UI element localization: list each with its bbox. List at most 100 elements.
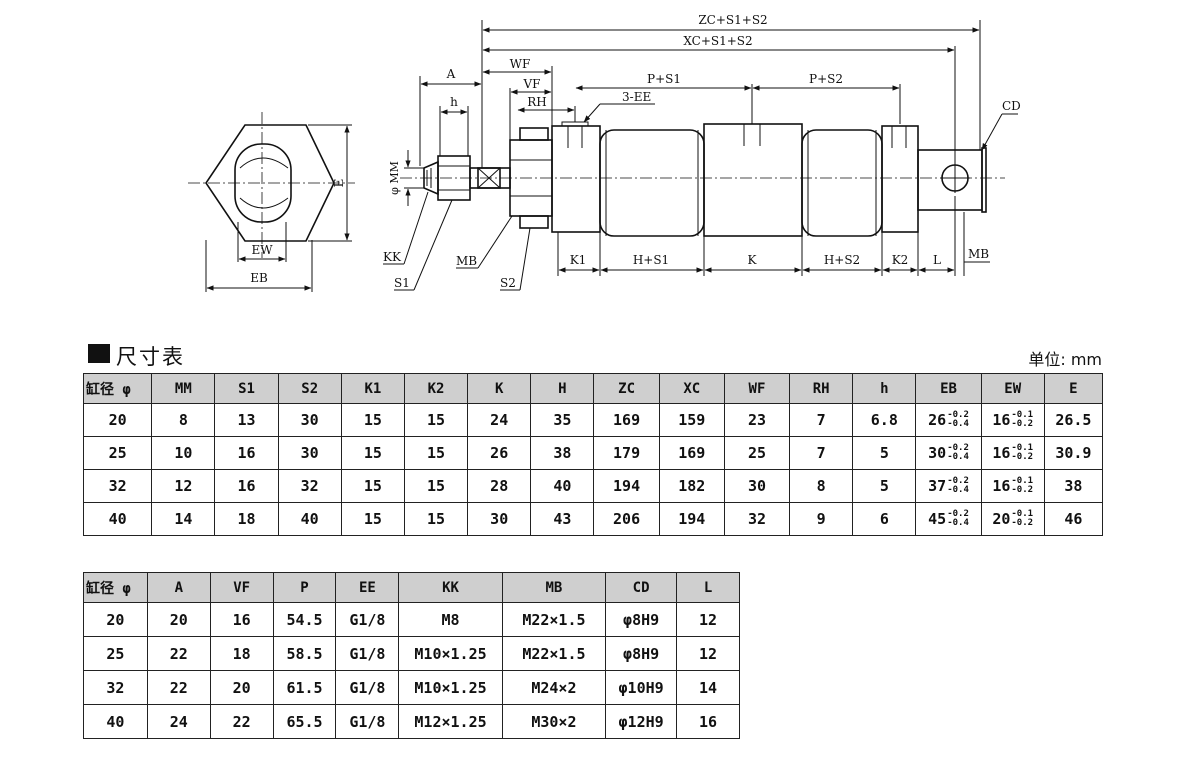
table-cell: 24 bbox=[467, 403, 532, 437]
table-cell: 58.5 bbox=[272, 636, 337, 671]
table-cell: M12×1.25 bbox=[398, 704, 503, 739]
table-cell: 24 bbox=[146, 704, 211, 739]
table-cell: 12 bbox=[151, 469, 216, 503]
label-vf: VF bbox=[523, 77, 541, 91]
table-cell: 15 bbox=[403, 502, 469, 536]
tolerance-lower: -0.2 bbox=[1011, 518, 1034, 528]
table-cell: 7 bbox=[789, 436, 854, 470]
table-cell: 38 bbox=[1043, 469, 1104, 503]
section-marker bbox=[88, 344, 110, 363]
table-cell: 20 bbox=[146, 602, 211, 637]
table-cell: 9 bbox=[789, 502, 854, 536]
table-cell: 30 bbox=[723, 469, 791, 503]
label-zc: ZC+S1+S2 bbox=[698, 13, 767, 27]
table-cell: 194 bbox=[593, 469, 660, 503]
tolerance-upper: -0.2 bbox=[947, 443, 969, 453]
label-k2: K2 bbox=[892, 253, 909, 267]
label-eb: EB bbox=[250, 271, 268, 285]
label-h: h bbox=[450, 95, 458, 109]
table-header-cell: 缸径 φ bbox=[82, 373, 153, 404]
label-a: A bbox=[446, 67, 456, 81]
table-cell: 20 bbox=[83, 602, 148, 637]
label-kk: KK bbox=[383, 250, 402, 264]
tolerance-upper: -0.2 bbox=[947, 410, 969, 420]
table-cell: 20 bbox=[209, 670, 274, 705]
table-cell: 7 bbox=[789, 403, 854, 437]
table-header-cell: H bbox=[530, 373, 595, 404]
table-cell: 23 bbox=[723, 403, 791, 437]
table-cell: 43 bbox=[530, 502, 595, 536]
label-mb-left: MB bbox=[456, 254, 477, 268]
table-header-cell: A bbox=[146, 572, 211, 603]
table-header-cell: EW bbox=[980, 373, 1045, 404]
label-h-s1: H+S1 bbox=[633, 253, 669, 267]
table-cell: 16 bbox=[214, 469, 279, 503]
table-cell: 40 bbox=[530, 469, 595, 503]
table-cell: 30 bbox=[277, 403, 342, 437]
table-header-cell: EB bbox=[915, 373, 982, 404]
table-header-cell: K2 bbox=[403, 373, 469, 404]
table-cell: 13 bbox=[214, 403, 279, 437]
tolerance-lower: -0.2 bbox=[1011, 419, 1034, 429]
table-header-cell: L bbox=[676, 572, 740, 603]
tolerance-base: 20 bbox=[992, 510, 1011, 528]
table-cell: 28 bbox=[467, 469, 532, 503]
table-cell: 26.5 bbox=[1043, 403, 1104, 437]
table-cell: 182 bbox=[658, 469, 725, 503]
label-l: L bbox=[933, 253, 941, 267]
table-cell: M22×1.5 bbox=[501, 636, 607, 671]
cylinder-drawing: E EW EB bbox=[188, 13, 1021, 292]
table-cell: 16 bbox=[214, 436, 279, 470]
table-cell: 26 bbox=[467, 436, 532, 470]
label-h-s2: H+S2 bbox=[824, 253, 860, 267]
table-header-cell: KK bbox=[398, 572, 503, 603]
section-title: 尺寸表 bbox=[116, 345, 185, 369]
tolerance-lower: -0.2 bbox=[1011, 485, 1034, 495]
label-wf: WF bbox=[510, 57, 531, 71]
table-cell: 22 bbox=[146, 636, 211, 671]
table-cell: 25 bbox=[82, 436, 153, 470]
table-cell: 15 bbox=[340, 436, 405, 470]
table-header-cell: K bbox=[467, 373, 532, 404]
table-cell: 45-0.2-0.4 bbox=[915, 502, 982, 536]
table-cell: 16 bbox=[676, 704, 740, 739]
table-cell: 40 bbox=[83, 704, 148, 739]
label-k: K bbox=[748, 253, 758, 267]
table-cell: 16 bbox=[209, 602, 274, 637]
tolerance-lower: -0.4 bbox=[947, 518, 969, 528]
table-cell: φ8H9 bbox=[605, 602, 678, 637]
table-cell: M10×1.25 bbox=[398, 636, 503, 671]
table-cell: 5 bbox=[852, 436, 917, 470]
table-header-cell: CD bbox=[605, 572, 678, 603]
label-k1: K1 bbox=[570, 253, 587, 267]
table-cell: 15 bbox=[403, 436, 469, 470]
table-cell: 65.5 bbox=[272, 704, 337, 739]
label-mb-right: MB bbox=[968, 247, 989, 261]
table-cell: G1/8 bbox=[335, 602, 400, 637]
label-p-s1: P+S1 bbox=[647, 72, 681, 86]
table-cell: 15 bbox=[340, 469, 405, 503]
table-cell: 14 bbox=[151, 502, 216, 536]
tolerance-base: 16 bbox=[992, 444, 1011, 462]
tolerance-base: 37 bbox=[928, 477, 947, 495]
table-cell: 40 bbox=[82, 502, 153, 536]
table-cell: 22 bbox=[146, 670, 211, 705]
tolerance-upper: -0.1 bbox=[1011, 443, 1034, 453]
label-ew: EW bbox=[251, 243, 273, 257]
tolerance-base: 16 bbox=[992, 477, 1011, 495]
label-ee: 3-EE bbox=[622, 90, 651, 104]
table-header-cell: h bbox=[852, 373, 917, 404]
table-cell: 16-0.1-0.2 bbox=[980, 469, 1045, 503]
table-cell: 12 bbox=[676, 602, 740, 637]
table-header-cell: 缸径 φ bbox=[83, 572, 148, 603]
table-cell: 46 bbox=[1043, 502, 1104, 536]
tolerance-upper: -0.1 bbox=[1011, 509, 1034, 519]
table-cell: φ8H9 bbox=[605, 636, 678, 671]
